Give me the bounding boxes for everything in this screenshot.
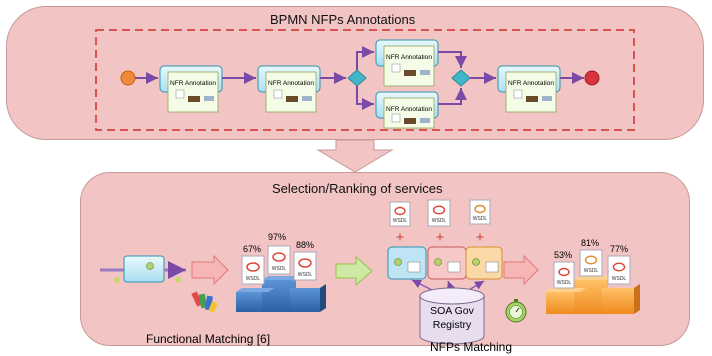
- nfp-task-orange: [465, 246, 503, 280]
- nfr-task-4: NFR Annotation: [375, 91, 439, 129]
- nfr-task-2: NFR Annotation: [257, 65, 321, 113]
- plus-sign: +: [396, 229, 405, 246]
- podium-right: [290, 288, 320, 312]
- nfr-task-5: NFR Annotation: [497, 65, 561, 113]
- selection-title: Selection/Ranking of services: [272, 181, 443, 196]
- svg-text:WSDL: WSDL: [612, 276, 627, 282]
- task-label: NFR Annotation: [170, 80, 216, 87]
- wsdl-doc: WSDL: [241, 255, 265, 285]
- wsdl-doc: WSDL: [607, 255, 631, 285]
- svg-text:WSDL: WSDL: [557, 280, 572, 286]
- func-percent-1: 67%: [243, 244, 261, 254]
- wsdl-doc: WSDL: [389, 201, 411, 227]
- nfp-percent-1: 53%: [554, 250, 572, 260]
- wsdl-doc: WSDL: [553, 261, 575, 289]
- query-task: [123, 255, 165, 283]
- nfr-task-3: NFR Annotation: [375, 39, 439, 87]
- wsdl-doc: WSDL: [293, 251, 317, 281]
- nfp-percent-2: 81%: [581, 238, 599, 248]
- split-gateway: [347, 69, 367, 87]
- stopwatch-icon: [505, 299, 527, 323]
- nfp-task-blue: [387, 246, 427, 280]
- svg-text:WSDL: WSDL: [298, 272, 313, 278]
- podium-left: [546, 292, 580, 314]
- nfr-task-1: NFR Annotation: [159, 65, 223, 113]
- task-label: NFR Annotation: [268, 80, 314, 87]
- down-arrow: [316, 139, 394, 173]
- task-label: NFR Annotation: [508, 80, 554, 87]
- podium-right: [602, 288, 634, 314]
- functional-matching-label: Functional Matching [6]: [146, 332, 270, 346]
- svg-text:WSDL: WSDL: [473, 216, 488, 222]
- wsdl-doc: WSDL: [427, 199, 451, 227]
- func-percent-2: 97%: [268, 232, 286, 242]
- registry-label-2: Registry: [433, 319, 472, 331]
- nfp-percent-3: 77%: [610, 244, 628, 254]
- nfp-matching: WSDL WSDL WSDL + + +: [387, 199, 640, 345]
- svg-text:WSDL: WSDL: [393, 218, 408, 224]
- functional-matching: WSDL WSDL WSDL 67% 97% 88%: [100, 232, 326, 313]
- bpmn-process: NFR Annotation NFR Annotation NFR Annota…: [120, 39, 600, 129]
- plus-sign: +: [436, 229, 445, 246]
- bpmn-title: BPMN NFPs Annotations: [270, 12, 416, 27]
- svg-text:WSDL: WSDL: [432, 218, 447, 224]
- func-percent-3: 88%: [296, 240, 314, 250]
- wsdl-doc: WSDL: [579, 249, 603, 277]
- pink-arrow-2: [503, 254, 539, 286]
- join-gateway: [451, 69, 471, 87]
- pink-arrow-1: [191, 254, 229, 286]
- nfp-matching-label: NFPs Matching: [430, 340, 512, 354]
- task-label: NFR Annotation: [386, 54, 432, 61]
- nfp-task-red: [427, 246, 467, 280]
- soa-registry-cylinder: SOA Gov Registry: [419, 287, 485, 345]
- task-label: NFR Annotation: [386, 106, 432, 113]
- palette-icon: [191, 291, 218, 313]
- wsdl-doc: WSDL: [267, 245, 291, 275]
- process-boundary: [95, 29, 635, 131]
- wsdl-doc: WSDL: [469, 199, 491, 225]
- svg-text:WSDL: WSDL: [246, 276, 261, 282]
- svg-text:WSDL: WSDL: [584, 268, 599, 274]
- green-arrow: [335, 255, 373, 287]
- registry-label-1: SOA Gov: [430, 305, 475, 317]
- svg-text:WSDL: WSDL: [272, 266, 287, 272]
- plus-sign: +: [476, 229, 485, 246]
- podium-left: [236, 292, 268, 312]
- end-event: [584, 70, 600, 86]
- start-event: [120, 70, 136, 86]
